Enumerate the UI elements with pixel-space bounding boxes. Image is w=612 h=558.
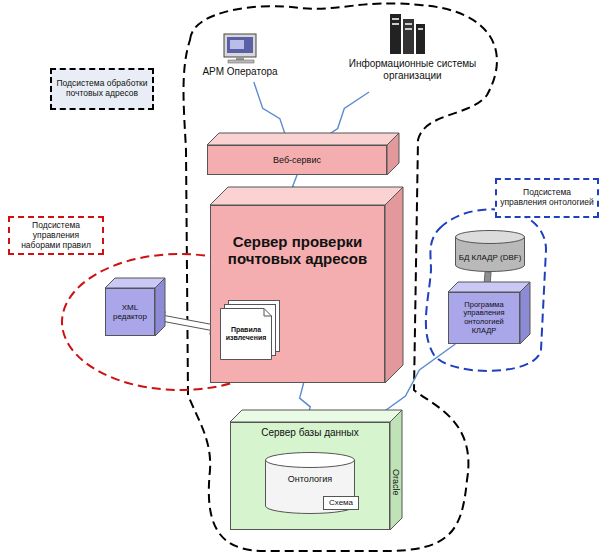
box-side-face [520, 282, 530, 344]
node-label: Правила извлечения [223, 326, 269, 342]
vendor-label: Oracle [391, 469, 401, 496]
box-front-face [211, 206, 385, 383]
program-cube: Программа управления онтологией КЛАДР [448, 292, 520, 344]
systems-node: Информационные системы организации [345, 10, 480, 92]
box-front-face [208, 146, 387, 175]
box-side-face [390, 410, 402, 530]
box-top-face [448, 282, 530, 292]
server-icon [390, 14, 425, 54]
node-label: Подсистема обработки почтовых адресов [55, 79, 149, 99]
cylinder-body [266, 460, 355, 514]
node-label: Подсистема управления наборами правил [13, 221, 99, 250]
node-label: АРМ Оператора [202, 66, 277, 78]
box-side-face [155, 278, 165, 336]
db-server-box: Сервер базы данныхOracleОнтологияСхема [230, 422, 390, 530]
node-label: Веб-сервис [273, 155, 321, 165]
ontology-cylinder: ОнтологияСхема [265, 452, 355, 514]
node-label: Сервер проверки почтовых адресов [213, 233, 382, 268]
cylinder-shape [455, 230, 525, 272]
box-top-face [207, 133, 399, 145]
page-fold [264, 309, 272, 317]
box-top-face [210, 187, 403, 205]
schema-tab: Схема [323, 496, 359, 510]
ontology-subsystem-outline [426, 209, 546, 371]
subsystem-label: Подсистема управления онтологией [495, 178, 599, 218]
node-label: БД КЛАДР (DBF) [459, 253, 522, 262]
node-label: Сервер базы данных [261, 427, 359, 439]
box-side-face [385, 187, 403, 383]
workstation-node: АРМ Оператора [185, 32, 295, 82]
subsystem-label: Подсистема обработки почтовых адресов [50, 68, 154, 110]
box-faces [207, 133, 399, 175]
node-label: Программа управления онтологией КЛАДР [451, 301, 517, 336]
node-label: Онтология [288, 474, 332, 484]
database-cylinder: БД КЛАДР (DBF) [455, 230, 525, 272]
box-front-face [106, 289, 155, 336]
workstation-icon [224, 34, 256, 63]
front-page [221, 309, 272, 360]
server-box: Сервер проверки почтовых адресовПравила … [210, 205, 385, 383]
rules-document: Правила извлечения [220, 308, 272, 360]
box-front-face [449, 293, 520, 344]
subsystem-outline [184, 3, 497, 551]
box-side-face [387, 133, 399, 175]
node-label: Подсистема управления онтологией [500, 188, 594, 208]
web-service-box: Веб-сервис [207, 145, 387, 175]
node-label: XML редактор [108, 303, 152, 321]
node-label: Схема [329, 498, 353, 507]
editor-cube: XML редактор [105, 288, 155, 336]
cylinder-top [456, 231, 525, 244]
subsystem-label: Подсистема управления наборами правил [8, 216, 104, 255]
box-top-face [230, 410, 402, 422]
box-front-face [231, 423, 390, 530]
cylinder-top [266, 453, 355, 468]
node-label: Информационные системы организации [348, 58, 477, 81]
